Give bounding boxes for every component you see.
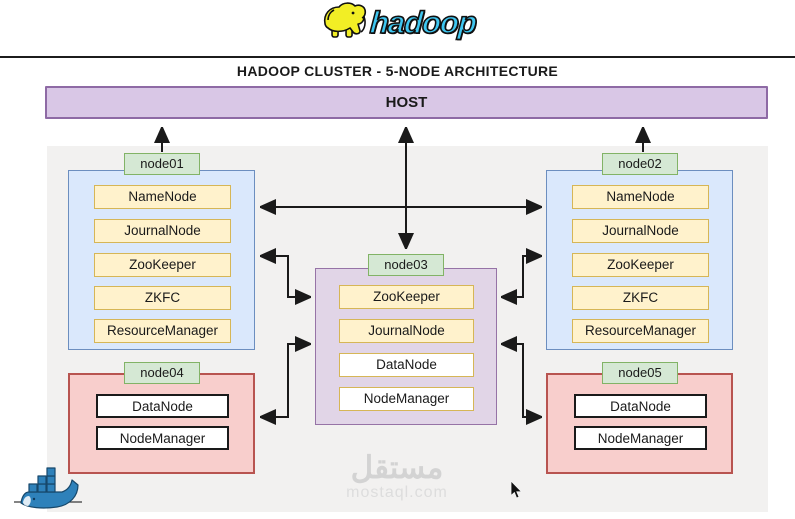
host-bar: HOST [45, 86, 768, 119]
watermark-site: mostaql.com [346, 483, 448, 501]
docker-whale-icon [12, 466, 84, 519]
node03-box: ZooKeeper JournalNode DataNode NodeManag… [315, 268, 497, 425]
service-box: JournalNode [572, 219, 709, 243]
service-box: DataNode [339, 353, 474, 377]
hadoop-wordmark: hadoop [368, 4, 478, 41]
service-box: ZooKeeper [94, 253, 231, 277]
watermark-arabic: مستقل [350, 450, 444, 485]
service-box: NodeManager [96, 426, 229, 450]
hadoop-elephant-icon [320, 0, 368, 47]
header-divider [0, 56, 795, 58]
service-box: ResourceManager [572, 319, 709, 343]
hadoop-logo: hadoop [320, 0, 478, 47]
page-title: HADOOP CLUSTER - 5-NODE ARCHITECTURE [236, 63, 559, 79]
service-box: DataNode [574, 394, 707, 418]
node05-label: node05 [602, 362, 678, 384]
service-box: ResourceManager [94, 319, 231, 343]
service-box: NodeManager [574, 426, 707, 450]
node04-box: DataNode NodeManager [68, 373, 255, 474]
service-box: ZKFC [94, 286, 231, 310]
node01-box: NameNode JournalNode ZooKeeper ZKFC Reso… [68, 170, 255, 350]
service-box: NodeManager [339, 387, 474, 411]
service-box: ZooKeeper [339, 285, 474, 309]
node02-label: node02 [602, 153, 678, 175]
service-box: NameNode [572, 185, 709, 209]
node05-box: DataNode NodeManager [546, 373, 733, 474]
service-box: DataNode [96, 394, 229, 418]
node02-box: NameNode JournalNode ZooKeeper ZKFC Reso… [546, 170, 733, 350]
node03-label: node03 [368, 254, 444, 276]
watermark: مستقل mostaql.com [322, 450, 472, 501]
service-box: JournalNode [94, 219, 231, 243]
service-box: ZooKeeper [572, 253, 709, 277]
service-box: NameNode [94, 185, 231, 209]
service-box: ZKFC [572, 286, 709, 310]
node04-label: node04 [124, 362, 200, 384]
mouse-cursor [510, 480, 524, 506]
service-box: JournalNode [339, 319, 474, 343]
node01-label: node01 [124, 153, 200, 175]
